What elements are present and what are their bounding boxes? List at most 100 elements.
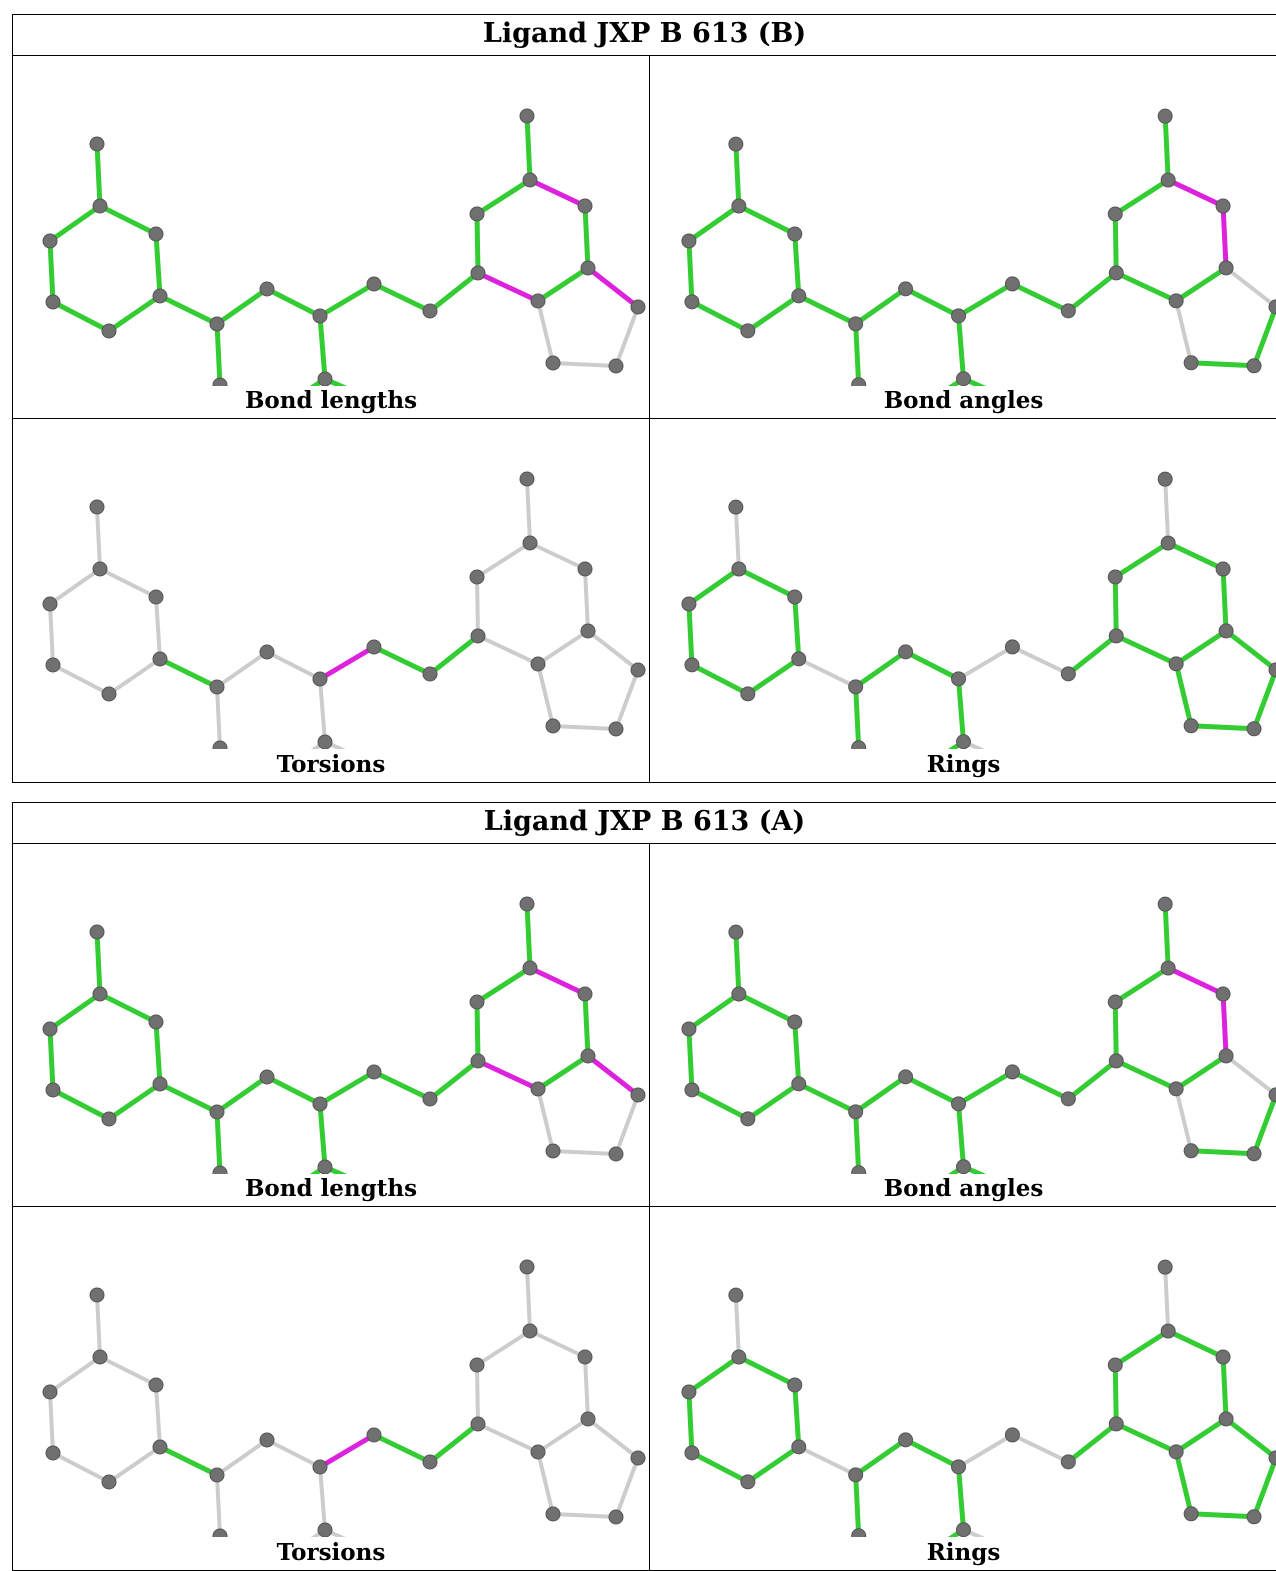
bond-ok	[217, 382, 228, 386]
bond-ok	[524, 113, 533, 183]
bond-ok	[745, 656, 802, 697]
bond-neutral	[551, 361, 618, 368]
bond-neutral	[536, 1087, 555, 1153]
panel-caption: Rings	[926, 751, 1001, 778]
atom	[152, 1076, 168, 1092]
bond-ok	[535, 265, 591, 304]
panel-bond-angles: Bond angles	[649, 56, 1276, 419]
bond-ok	[217, 1170, 228, 1174]
bond-outlier	[527, 177, 588, 209]
atom	[101, 1474, 117, 1490]
atom	[1108, 628, 1124, 644]
bond-ok	[1112, 540, 1171, 580]
bond-neutral	[1224, 1053, 1276, 1097]
atom	[148, 1377, 164, 1393]
bond-neutral	[265, 1438, 322, 1469]
bond-neutral	[551, 1512, 618, 1519]
atom	[89, 136, 105, 152]
bond-ok	[947, 1164, 966, 1174]
atom	[92, 1349, 108, 1365]
bond-neutral	[614, 668, 640, 731]
atom	[152, 288, 168, 304]
bond-ok	[1112, 211, 1119, 276]
atom	[148, 226, 164, 242]
bond-neutral	[323, 1528, 346, 1537]
bond-neutral	[614, 1456, 640, 1519]
atom	[1168, 1081, 1184, 1097]
atom	[1183, 1143, 1199, 1159]
bond-ok	[903, 286, 962, 319]
bond-ok	[371, 644, 433, 677]
bond-ok	[853, 1109, 862, 1174]
bond-ok	[1113, 270, 1179, 304]
bond-neutral	[51, 1451, 111, 1484]
bond-ok	[956, 676, 966, 745]
bond-ok	[745, 293, 802, 334]
panel-bond-angles: Bond angles	[649, 844, 1276, 1207]
atom	[469, 569, 485, 585]
atom	[259, 1432, 275, 1448]
molecule-diagram	[42, 896, 646, 1174]
atom	[681, 596, 697, 612]
atom	[312, 308, 328, 324]
bond-ok	[689, 662, 751, 697]
bond-neutral	[733, 1293, 741, 1360]
bond-ok	[1065, 1421, 1119, 1465]
atom	[731, 1349, 747, 1365]
ligand-table-b: Ligand JXP B 613 (B) Bond lengths Bond a…	[12, 14, 1276, 783]
bond-ok	[1188, 360, 1257, 369]
ligand-table-a: Ligand JXP B 613 (A) Bond lengths Bond a…	[12, 802, 1276, 1571]
atom	[791, 651, 807, 667]
atom	[580, 1411, 596, 1427]
atom	[608, 1509, 624, 1525]
atom	[1060, 303, 1076, 319]
bond-neutral	[265, 650, 322, 681]
atom	[42, 233, 58, 249]
atom	[1168, 293, 1184, 309]
molecule-diagram	[681, 471, 1276, 749]
atom	[731, 198, 747, 214]
bond-ok	[853, 1074, 909, 1115]
atom	[1218, 1411, 1234, 1427]
bond-neutral	[551, 724, 618, 731]
atom	[522, 960, 538, 976]
atom	[101, 323, 117, 339]
bond-ok	[856, 382, 867, 386]
bond-ok	[97, 203, 159, 237]
atom	[898, 1432, 914, 1448]
bond-ok	[736, 203, 798, 237]
bond-ok	[1113, 1421, 1179, 1455]
atom	[519, 896, 535, 912]
atom	[545, 355, 561, 371]
bond-ok	[317, 1101, 328, 1170]
atom	[545, 1143, 561, 1159]
bond-ok	[317, 1069, 377, 1107]
bond-ok	[689, 299, 751, 334]
panel-bond-lengths: Bond lengths	[13, 56, 649, 419]
atom	[630, 1087, 646, 1103]
atom	[45, 1445, 61, 1461]
bond-ok	[474, 965, 533, 1005]
atom	[209, 316, 225, 332]
atom	[608, 358, 624, 374]
bond-neutral	[525, 477, 532, 545]
bond-ok	[1009, 1069, 1071, 1102]
atom	[92, 986, 108, 1002]
atom	[1246, 721, 1262, 737]
panel-caption: Rings	[926, 1539, 1001, 1566]
bond-neutral	[310, 1528, 327, 1537]
bond-ok	[1112, 999, 1119, 1064]
atom	[951, 1459, 966, 1475]
atom	[148, 589, 164, 605]
bond-ok	[1251, 667, 1276, 732]
atom	[898, 644, 914, 660]
bond-ok	[371, 281, 433, 314]
bond-outlier	[1165, 965, 1226, 997]
bond-ok	[745, 1081, 802, 1122]
atom	[791, 288, 807, 304]
atom	[89, 499, 105, 515]
atom	[851, 377, 867, 386]
bond-neutral	[536, 629, 590, 666]
bond-ok	[903, 649, 962, 682]
atom	[422, 1091, 438, 1107]
